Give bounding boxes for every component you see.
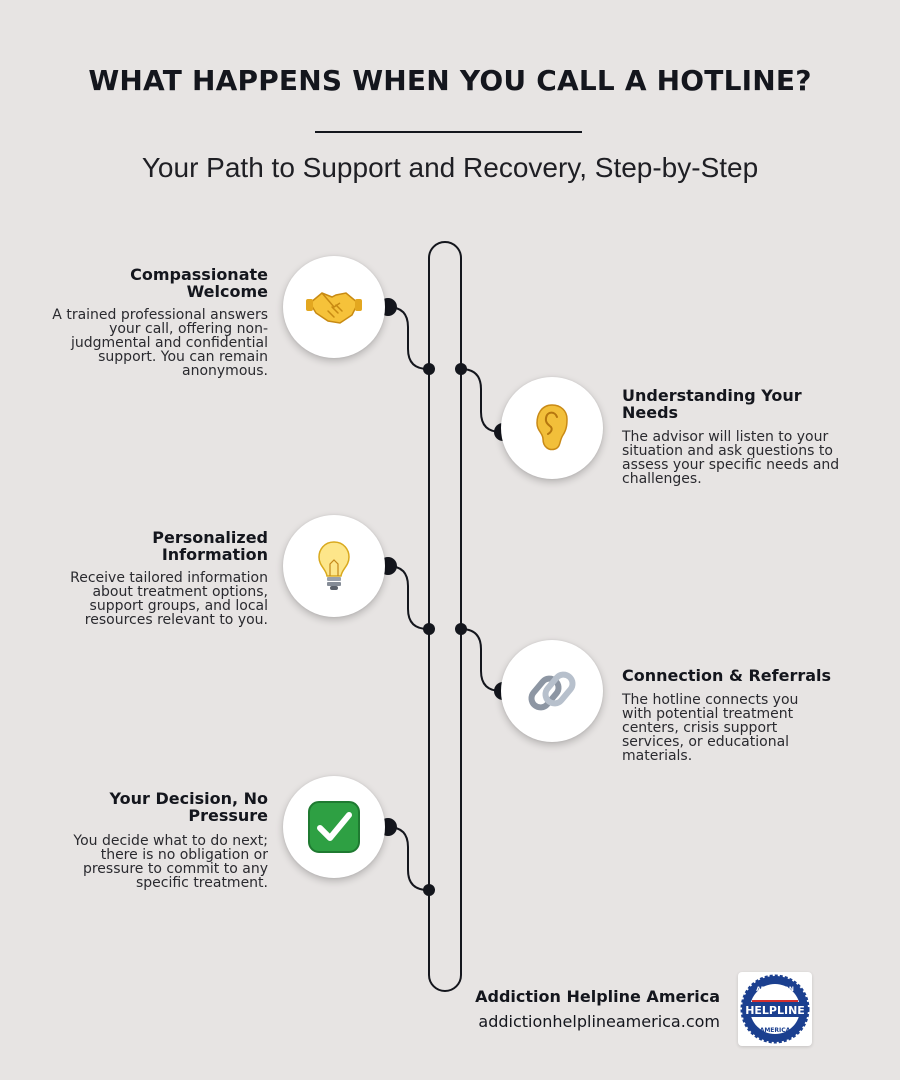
brand-url[interactable]: addictionhelplineamerica.com [478, 1012, 720, 1031]
step-4-title: Connection & Referrals [622, 666, 832, 685]
step-3-title: Personalized Information [152, 528, 268, 564]
connector-step-4 [460, 628, 502, 692]
rail-dot-step-4 [455, 623, 467, 635]
link-icon [501, 640, 603, 742]
check-mark-icon [283, 776, 385, 878]
brand-name: Addiction Helpline America [475, 987, 720, 1006]
step-3-description: Receive tailored information about treat… [70, 570, 268, 628]
connector-step-5 [387, 826, 429, 891]
ear-icon [501, 377, 603, 479]
step-2-description: The advisor will listen to your situatio… [622, 429, 840, 487]
page-title: WHAT HAPPENS WHEN YOU CALL A HOTLINE? [88, 64, 812, 97]
step-4-description: The hotline connects you with potential … [622, 692, 799, 764]
svg-text:HELPLINE: HELPLINE [745, 1004, 805, 1017]
step-5-title: Your Decision, No Pressure [109, 789, 268, 825]
light-bulb-icon [283, 515, 385, 617]
page-subtitle: Your Path to Support and Recovery, Step-… [141, 152, 759, 183]
connector-step-3 [387, 565, 429, 630]
title-divider [315, 131, 582, 133]
connector-step-1 [387, 306, 429, 370]
svg-text:ADDICTION: ADDICTION [756, 986, 794, 993]
handshake-icon [283, 256, 385, 358]
step-2-title: Understanding Your Needs [622, 386, 802, 422]
step-5-description: You decide what to do next; there is no … [73, 833, 268, 891]
rail-dot-step-1 [423, 363, 435, 375]
connector-step-2 [460, 368, 502, 433]
rail-dot-step-5 [423, 884, 435, 896]
rail-dot-step-2 [455, 363, 467, 375]
helpline-seal-icon: ADDICTION HELPLINE AMERICA [740, 974, 810, 1044]
step-1-title: Compassionate Welcome [130, 265, 268, 301]
svg-text:AMERICA: AMERICA [760, 1027, 791, 1034]
rail-dot-step-3 [423, 623, 435, 635]
step-1-description: A trained professional answers your call… [52, 307, 268, 379]
timeline-rail [428, 241, 462, 992]
brand-logo: ADDICTION HELPLINE AMERICA [738, 972, 812, 1046]
